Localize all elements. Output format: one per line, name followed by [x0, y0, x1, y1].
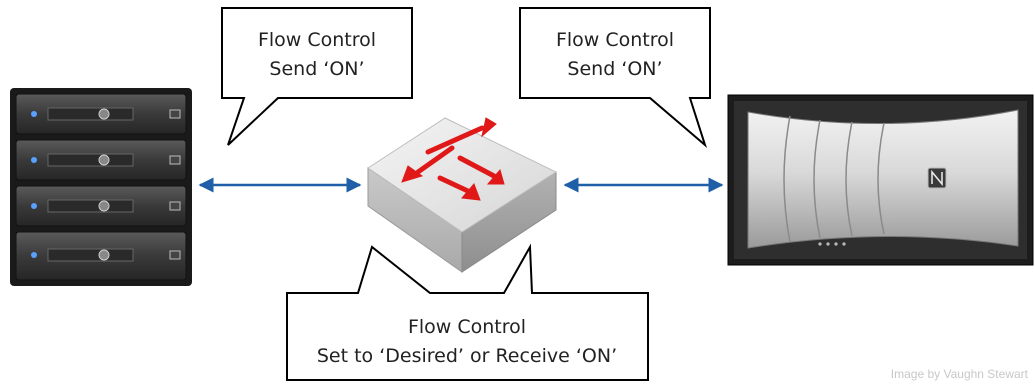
- server-unit: [15, 231, 187, 281]
- switch-arrows-icon: [401, 117, 505, 201]
- server-rack-icon: [10, 88, 192, 286]
- image-credit: Image by Vaughn Stewart: [891, 367, 1029, 381]
- callout-left-line2: Send ‘ON’: [269, 58, 364, 80]
- callout-right-line1: Flow Control: [556, 29, 674, 51]
- callout-right-line2: Send ‘ON’: [567, 58, 662, 80]
- server-unit: [15, 139, 187, 181]
- storage-array-icon: [727, 94, 1034, 266]
- callout-left: Flow Control Send ‘ON’: [221, 7, 413, 146]
- callout-bottom-line2: Set to ‘Desired’ or Receive ‘ON’: [317, 345, 617, 367]
- callout-left-line1: Flow Control: [258, 29, 376, 51]
- callout-right: Flow Control Send ‘ON’: [519, 7, 711, 149]
- network-switch-icon: [367, 117, 558, 273]
- server-unit: [15, 185, 187, 227]
- callout-bottom: Flow Control Set to ‘Desired’ or Receive…: [286, 243, 649, 381]
- server-unit: [15, 93, 187, 135]
- callout-bottom-line1: Flow Control: [408, 316, 526, 338]
